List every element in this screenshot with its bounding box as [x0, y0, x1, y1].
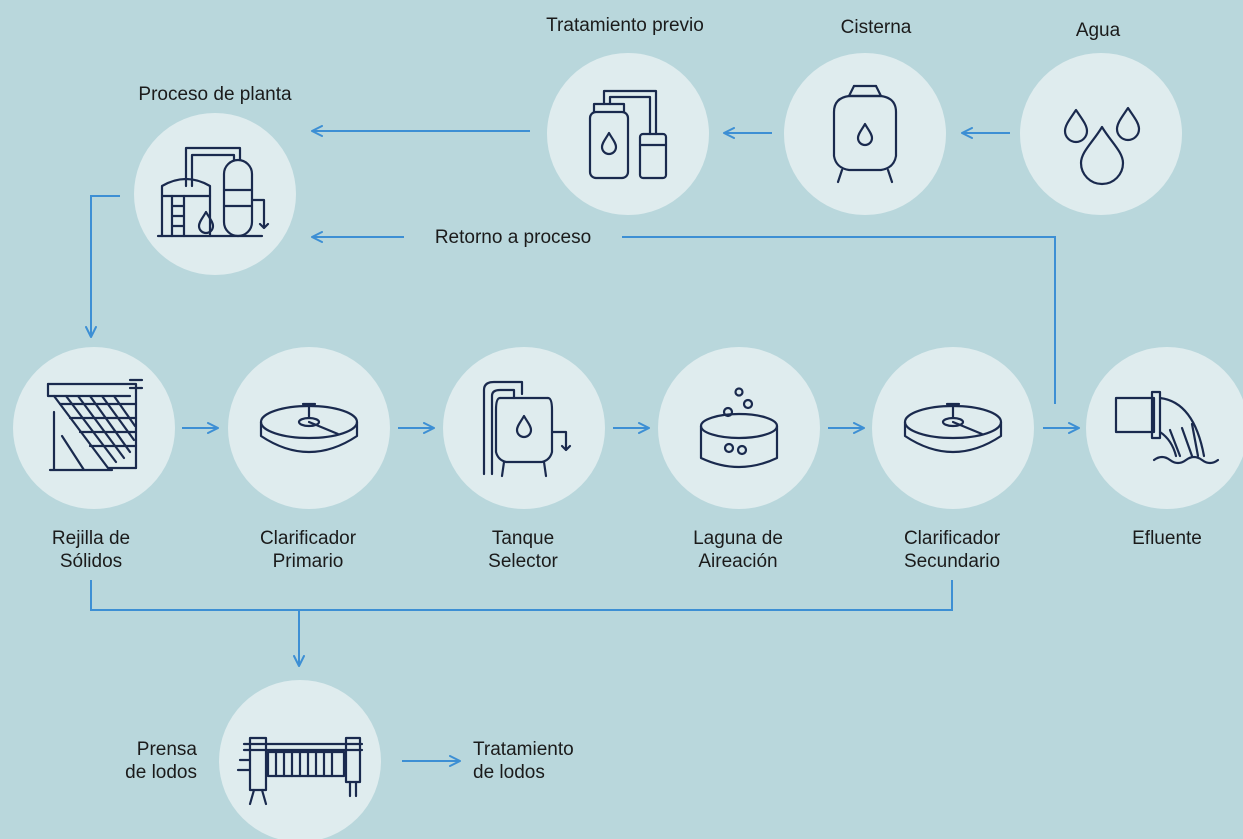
- label-prensa: Prensa de lodos: [125, 738, 197, 784]
- aeration-lagoon-icon: [699, 387, 779, 469]
- label-rejilla-line2: Sólidos: [59, 551, 123, 572]
- pretreatment-icon: [588, 89, 668, 180]
- selector-tank-icon: [482, 380, 572, 478]
- label-clarificador-primario-line2: Primario: [272, 551, 344, 572]
- sludge-press-icon: [236, 736, 364, 806]
- label-prensa-line2: de lodos: [125, 762, 197, 783]
- water-drops-icon: [1063, 106, 1141, 186]
- node-efluente: [1086, 347, 1243, 509]
- label-tanque-selector: Tanque Selector: [488, 527, 558, 573]
- node-clarificador-secundario: [872, 347, 1034, 509]
- clarifier-icon: [259, 402, 359, 453]
- label-laguna: Laguna de Aireación: [693, 527, 783, 573]
- label-laguna-line2: Aireación: [698, 551, 778, 572]
- label-rejilla-line1: Rejilla de: [51, 528, 131, 549]
- return-line: [622, 236, 1056, 404]
- sludge-collector-line: [90, 580, 953, 611]
- node-tanque-selector: [443, 347, 605, 509]
- label-tratamiento-lodos-line1: Tratamiento: [473, 739, 574, 760]
- node-laguna: [658, 347, 820, 509]
- cistern-tank-icon: [832, 84, 898, 184]
- label-prensa-line1: Prensa: [136, 739, 197, 760]
- label-clarificador-primario: Clarificador Primario: [260, 527, 356, 573]
- label-tratamiento-previo: Tratamiento previo: [546, 15, 704, 36]
- label-clarificador-secundario-line2: Secundario: [903, 551, 1001, 572]
- label-tanque-selector-line2: Selector: [488, 551, 558, 572]
- label-clarificador-primario-line1: Clarificador: [259, 528, 357, 549]
- label-agua: Agua: [1075, 20, 1121, 41]
- node-cisterna: [784, 53, 946, 215]
- label-tratamiento-lodos: Tratamiento de lodos: [473, 738, 574, 784]
- label-retorno: Retorno a proceso: [434, 227, 592, 248]
- label-rejilla: Rejilla de Sólidos: [52, 527, 130, 573]
- connectors: [85, 125, 1080, 767]
- node-rejilla: [13, 347, 175, 509]
- node-clarificador-primario: [228, 347, 390, 509]
- label-tratamiento-lodos-line2: de lodos: [473, 762, 545, 783]
- label-proceso-planta: Proceso de planta: [138, 84, 292, 105]
- label-tanque-selector-line1: Tanque: [491, 528, 555, 549]
- plant-process-icon: [156, 146, 270, 238]
- arrow-plant-to-rejilla: [85, 195, 120, 338]
- label-clarificador-secundario-line1: Clarificador: [903, 528, 1001, 549]
- solids-screen-icon: [46, 378, 144, 472]
- clarifier-icon: [903, 402, 1003, 453]
- label-cisterna: Cisterna: [840, 17, 912, 38]
- label-efluente: Efluente: [1132, 528, 1202, 549]
- effluent-pipe-icon: [1114, 390, 1220, 465]
- node-agua: [1020, 53, 1182, 215]
- node-proceso-planta: [134, 113, 296, 275]
- label-laguna-line1: Laguna de: [693, 528, 783, 549]
- label-clarificador-secundario: Clarificador Secundario: [904, 527, 1000, 573]
